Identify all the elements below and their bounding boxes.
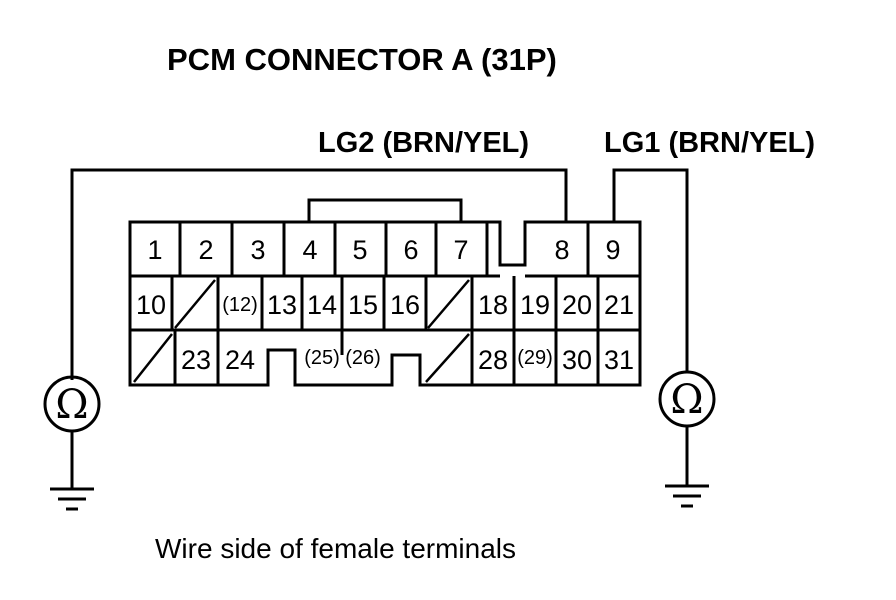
connector-outline (128, 220, 642, 387)
ohm-icon-left: Ω (55, 382, 88, 428)
pin-label: (12) (222, 294, 258, 316)
pin-label: 28 (478, 345, 508, 375)
pin-label: 14 (307, 290, 337, 320)
pin-label: 4 (302, 235, 317, 265)
pin-label: 30 (562, 345, 592, 375)
pin-label: 5 (352, 235, 367, 265)
pin-label: 23 (181, 345, 211, 375)
pin-label: 8 (554, 235, 569, 265)
pin-label: (26) (345, 347, 381, 369)
pin-label: 9 (605, 235, 620, 265)
lg2-label: LG2 (BRN/YEL) (318, 127, 529, 159)
pin-label: 6 (403, 235, 418, 265)
pin-label: 18 (478, 290, 508, 320)
pin-label: (29) (517, 347, 553, 369)
empty-cavity-marks (133, 279, 470, 383)
pin-label: 21 (604, 290, 634, 320)
pin-label: 16 (390, 290, 420, 320)
pin-label: 7 (453, 235, 468, 265)
row3-dividers (173, 330, 600, 385)
pin-label: 2 (198, 235, 213, 265)
diagram-title: PCM CONNECTOR A (31P) (167, 42, 557, 77)
row1-dividers (178, 222, 590, 276)
pin-row-1: 1 2 3 4 5 6 7 8 9 (147, 235, 620, 265)
ground-icon-left (50, 487, 94, 511)
pin-label: 31 (604, 345, 634, 375)
row2-dividers (170, 276, 600, 330)
pin-label: 15 (348, 290, 378, 320)
pin-label: 20 (562, 290, 592, 320)
pin-label: 3 (250, 235, 265, 265)
lg2-wire (70, 168, 568, 380)
pin-row-3: 23 24 (25) (26) 28 (29) 30 31 (181, 345, 634, 375)
connector-lock-tab (307, 198, 463, 222)
pin-label: 19 (520, 290, 550, 320)
pin-label: 1 (147, 235, 162, 265)
pin-label: (25) (304, 347, 340, 369)
caption: Wire side of female terminals (155, 533, 516, 564)
pin-row-2: 10 (12) 13 14 15 16 18 19 20 21 (136, 290, 634, 320)
ground-icon-right (665, 484, 709, 508)
pin-label: 10 (136, 290, 166, 320)
pin-label: 13 (267, 290, 297, 320)
lg1-label: LG1 (BRN/YEL) (604, 127, 815, 159)
pin-label: 24 (225, 345, 255, 375)
ohm-icon-right: Ω (670, 377, 703, 423)
lg1-wire (612, 168, 689, 372)
